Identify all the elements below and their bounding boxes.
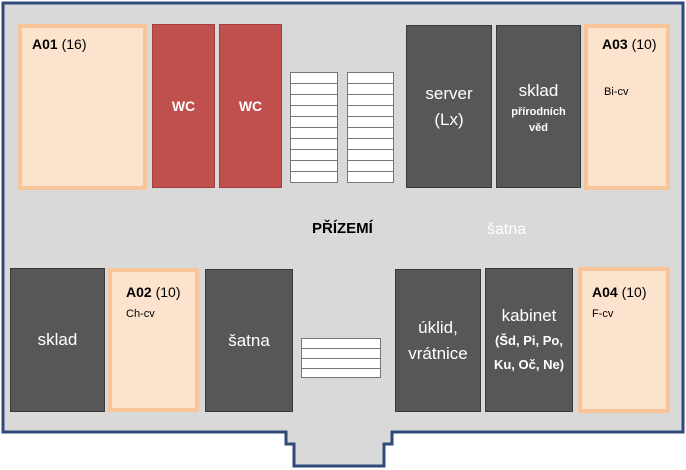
wc-room-1-label: WC (171, 98, 196, 114)
wc-room-1[interactable]: WC (152, 24, 215, 188)
cleaning-reception-sublabel: vrátnice (408, 343, 468, 363)
natural-sciences-storage-sublabel-2: věd (529, 121, 548, 134)
corridor-cloakroom-label: šatna (487, 221, 527, 238)
storage-room-label: sklad (37, 330, 78, 349)
classroom-a03[interactable]: A03 (10) Bi-cv (584, 24, 670, 190)
staff-office-sublabel-2: Ku, Oč, Ne) (493, 357, 565, 372)
natural-sciences-storage-sublabel-1: přírodních (511, 105, 566, 118)
cloakroom-label: šatna (228, 330, 270, 350)
staff-office-label: kabinet (501, 306, 557, 325)
server-room-label: server (425, 83, 473, 103)
classroom-a02-subject: Ch-cv (126, 308, 155, 320)
natural-sciences-storage[interactable]: sklad přírodních věd (496, 25, 581, 188)
classroom-a01[interactable]: A01 (16) (18, 24, 147, 190)
staircase-left (290, 72, 338, 183)
cleaning-reception-room[interactable]: úklid, vrátnice (395, 269, 481, 412)
cleaning-reception-label: úklid, (418, 317, 458, 337)
classroom-a01-label: A01 (16) (32, 36, 87, 52)
classroom-a02[interactable]: A02 (10) Ch-cv (108, 268, 199, 412)
server-room-sublabel: (Lx) (434, 109, 464, 129)
floor-title: PŘÍZEMÍ (312, 220, 373, 237)
staff-office[interactable]: kabinet (Šd, Pi, Po, Ku, Oč, Ne) (485, 268, 573, 412)
classroom-a04-subject: F-cv (592, 308, 614, 320)
cloakroom[interactable]: šatna (205, 269, 293, 412)
classroom-a04-label: A04 (10) (592, 284, 647, 300)
staircase-entrance (301, 338, 381, 378)
classroom-a03-subject: Bi-cv (604, 86, 629, 98)
wc-room-2[interactable]: WC (219, 24, 282, 188)
storage-room[interactable]: sklad (10, 268, 105, 412)
classroom-a02-label: A02 (10) (126, 284, 181, 300)
staircase-right (347, 72, 394, 183)
classroom-a04[interactable]: A04 (10) F-cv (578, 267, 670, 413)
classroom-a03-label: A03 (10) (602, 36, 657, 52)
wc-room-2-label: WC (238, 98, 263, 114)
staff-office-sublabel-1: (Šd, Pi, Po, (495, 333, 563, 348)
natural-sciences-storage-label: sklad (518, 80, 559, 100)
server-room[interactable]: server (Lx) (406, 25, 492, 188)
